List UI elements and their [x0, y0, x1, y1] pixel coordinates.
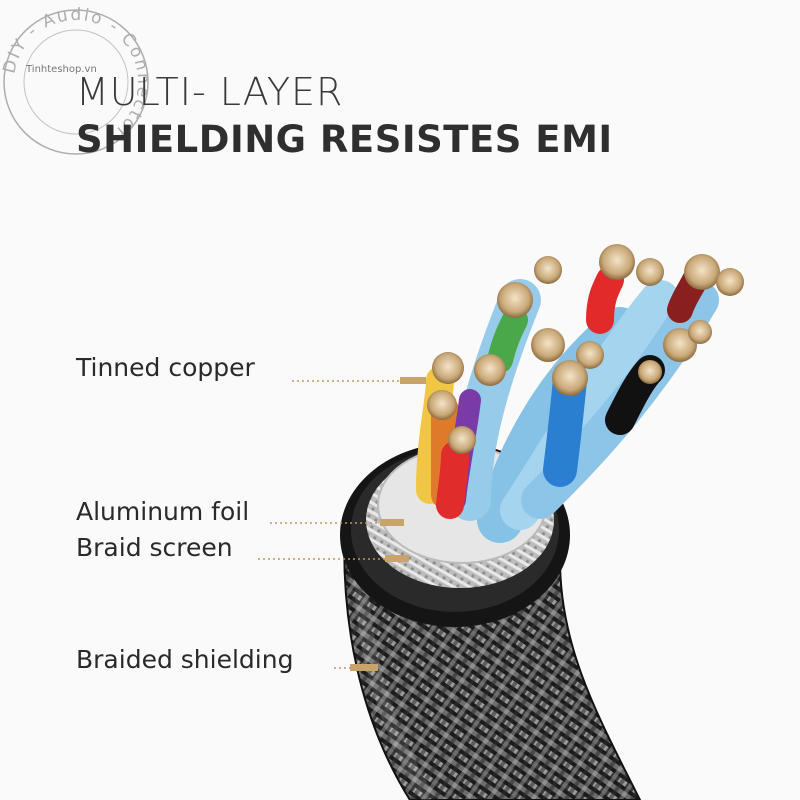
inner-wires — [416, 266, 719, 543]
callout-tinned-copper: Tinned copper — [76, 353, 255, 382]
headline-line2: SHIELDING RESISTES EMI — [76, 118, 613, 161]
tinned-copper-strands — [427, 244, 744, 454]
watermark-shop: Tinhteshop.vn — [26, 64, 97, 75]
callout-markers — [350, 377, 426, 671]
callout-braided-shielding: Braided shielding — [76, 645, 294, 674]
callout-braid-screen: Braid screen — [76, 533, 233, 562]
callout-leaders — [258, 380, 400, 669]
headline-line1: MULTI- LAYER — [76, 70, 344, 114]
callout-aluminum-foil: Aluminum foil — [76, 497, 250, 526]
